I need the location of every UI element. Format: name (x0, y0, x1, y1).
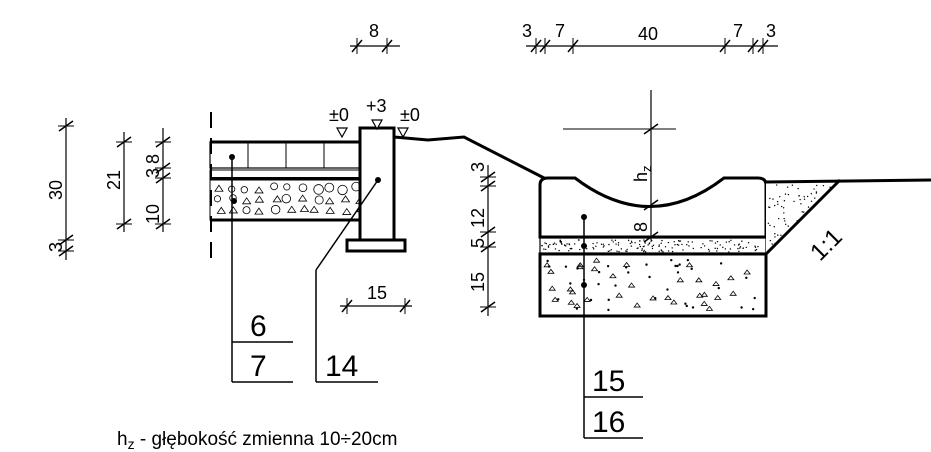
dim-hz-label: hz (631, 165, 654, 182)
dim-3-mid-label: 3 (468, 162, 488, 172)
dim-trough-widths: 3 7 40 7 3 (522, 21, 778, 54)
level-right-label: ±0 (400, 105, 420, 125)
dim-hz-subscript: z (639, 165, 654, 172)
level-curb-label: +3 (366, 96, 387, 116)
note-h: h (117, 429, 128, 450)
dim-3a-label: 3 (522, 21, 532, 41)
dim-7a-label: 7 (555, 21, 565, 41)
dim-5-label: 5 (468, 238, 488, 248)
dim-10-label: 10 (143, 204, 163, 224)
note-z: z (128, 436, 135, 452)
dim-foundation-width: 15 (340, 283, 412, 314)
ditch-trough-element (538, 176, 768, 239)
ground-surface-left (393, 135, 549, 182)
callout-16: 16 (592, 406, 625, 439)
callout-15: 15 (592, 365, 625, 398)
dim-hz-depth: hz 8 (563, 90, 676, 243)
pavement-slab-layer (209, 140, 363, 169)
note-text: - głębokość zmienna 10÷20cm (135, 429, 398, 450)
dim-40-label: 40 (638, 24, 658, 44)
callout-leaders (229, 154, 643, 439)
dim-bowl-8-label: 8 (631, 222, 651, 232)
ditch-concrete-foundation (538, 252, 768, 318)
pavement-sand-layer (209, 169, 363, 180)
dim-ditch-layers: 3 12 5 15 (468, 162, 496, 316)
dim-8-label: 8 (369, 21, 379, 41)
depth-note: hz - głębokość zmienna 10÷20cm (117, 429, 397, 452)
dim-15-label: 15 (367, 283, 387, 303)
dim-15-mid-label: 15 (468, 272, 488, 292)
pavement-aggregate-base-layer (209, 179, 366, 222)
dim-3-left-label: 3 (143, 168, 163, 178)
level-left-label: ±0 (329, 105, 349, 125)
dim-30-label: 30 (46, 180, 66, 200)
dim-left-total: 30 3 (46, 118, 74, 260)
ditch-sand-bed (539, 237, 767, 254)
callout-6: 6 (250, 310, 267, 343)
dim-curb-width: 8 (350, 21, 400, 54)
embankment-slope (764, 178, 931, 256)
dim-8-left-label: 8 (143, 154, 163, 164)
slope-label: 1:1 (805, 224, 848, 267)
level-marker-left: ±0 (329, 105, 349, 139)
curb-stone (345, 126, 407, 253)
callout-14: 14 (325, 350, 358, 383)
dim-21-label: 21 (104, 170, 124, 190)
callout-7: 7 (250, 350, 267, 383)
dim-3b-label: 3 (766, 21, 776, 41)
dim-left-layers: 21 8 3 10 (104, 128, 171, 232)
level-marker-curb: +3 (366, 96, 387, 131)
level-marker-right: ±0 (396, 105, 420, 139)
dim-7b-label: 7 (733, 21, 743, 41)
dim-hz-letter: h (631, 172, 651, 182)
dim-3-label: 3 (46, 242, 66, 252)
dim-12-label: 12 (468, 208, 488, 228)
